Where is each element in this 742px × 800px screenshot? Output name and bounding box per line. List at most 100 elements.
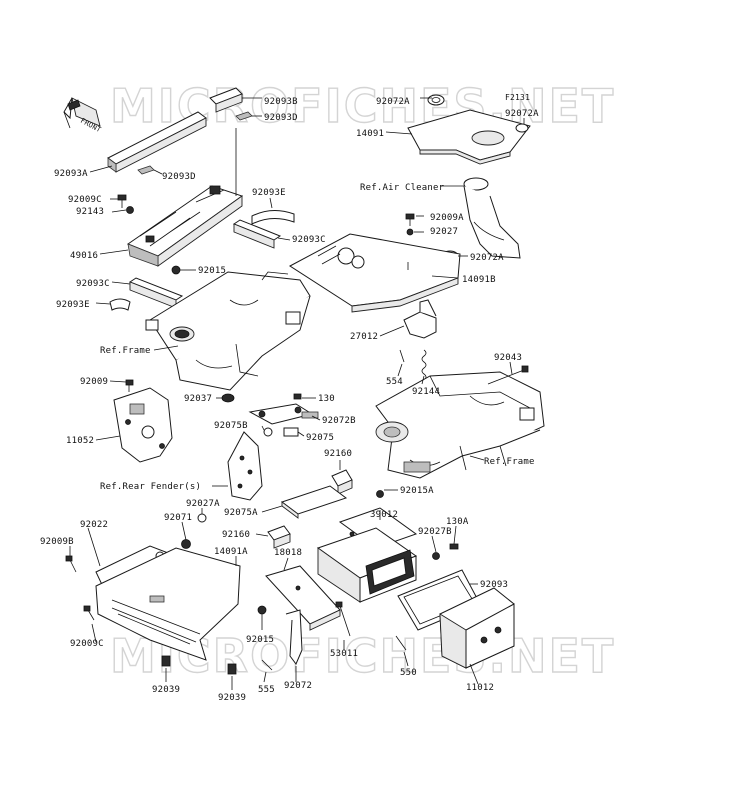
callout-label: 92144 bbox=[412, 387, 440, 397]
callout-label: 92043 bbox=[494, 353, 522, 363]
clip-92027b-icon bbox=[432, 552, 440, 560]
callout-label: 92093D bbox=[264, 113, 298, 123]
callout-labels: 92093B 92093D 92072A 92072A 14091 92093A… bbox=[40, 97, 539, 703]
cover-14091a bbox=[95, 547, 241, 661]
bolt-130a-icon bbox=[449, 543, 459, 550]
pad-92093d-left bbox=[137, 165, 155, 175]
callout-label: 555 bbox=[258, 685, 275, 695]
bracket-11052 bbox=[113, 387, 173, 463]
callout-label: 92075 bbox=[306, 433, 334, 443]
callout-label: 92009C bbox=[68, 195, 102, 205]
callout-label: 92160 bbox=[324, 449, 352, 459]
callout-label: 92039 bbox=[152, 685, 180, 695]
callout-label: 92072A bbox=[470, 253, 504, 263]
callout-label: 554 bbox=[386, 377, 403, 387]
callout-label: Ref.Frame bbox=[100, 346, 151, 356]
callout-label: 92037 bbox=[184, 394, 212, 404]
bolt-130-icon bbox=[293, 393, 302, 400]
callout-label: 18018 bbox=[274, 548, 302, 558]
seat-bracket-49016 bbox=[126, 128, 244, 267]
callout-label: 92027 bbox=[430, 227, 458, 237]
callout-label: 92022 bbox=[80, 520, 108, 530]
callout-label: 92075A bbox=[224, 508, 258, 518]
nut-92071-icon bbox=[181, 539, 191, 549]
bolt-92009c-icon bbox=[117, 194, 127, 208]
figure-code: F2131 bbox=[505, 93, 530, 102]
callout-label: 550 bbox=[400, 668, 417, 678]
clamp-92072a-top bbox=[427, 94, 445, 106]
spring-92144-icon bbox=[421, 349, 427, 381]
callout-label: 92093E bbox=[56, 300, 90, 310]
bolt-92009b-icon bbox=[65, 555, 77, 573]
callout-label: 92160 bbox=[222, 530, 250, 540]
bolt-92039-left-icon bbox=[161, 655, 171, 667]
bracket-27012 bbox=[403, 299, 437, 339]
callout-label: 130A bbox=[446, 517, 469, 527]
pad-92093e-lower bbox=[109, 298, 131, 311]
callout-label: 53011 bbox=[330, 649, 358, 659]
cable-clamp-92037-icon bbox=[221, 393, 235, 403]
grommet-92075b-icon bbox=[263, 427, 273, 437]
callout-label: 92093A bbox=[54, 169, 88, 179]
callout-label: 92071 bbox=[164, 513, 192, 523]
callout-label: 92093E bbox=[252, 188, 286, 198]
collar-92027-icon bbox=[406, 228, 414, 236]
callout-label: 92143 bbox=[76, 207, 104, 217]
foam-strip-92093c-lower bbox=[128, 277, 184, 309]
cover-14091b bbox=[289, 233, 461, 313]
foam-strip-92093a bbox=[107, 111, 207, 173]
callout-label: 92015 bbox=[246, 635, 274, 645]
frame-right bbox=[375, 371, 545, 479]
callout-label: 92027A bbox=[186, 499, 220, 509]
callout-label: 14091 bbox=[356, 129, 384, 139]
bracket-18018 bbox=[265, 565, 341, 631]
callout-label: 92015A bbox=[400, 486, 434, 496]
callout-label: 92015 bbox=[198, 266, 226, 276]
clamp-92072a-right bbox=[515, 123, 529, 133]
callout-label: 92093C bbox=[76, 279, 110, 289]
pin-554-icon bbox=[399, 349, 405, 363]
strap-plate bbox=[248, 403, 319, 425]
pad-92160-upper bbox=[331, 469, 353, 495]
callout-label: 92072 bbox=[284, 681, 312, 691]
bolt-92009-icon bbox=[125, 379, 134, 392]
callout-label: 11052 bbox=[66, 436, 94, 446]
nut-92143-icon bbox=[126, 206, 134, 214]
callout-label: Ref.Frame bbox=[484, 457, 535, 467]
nut-92015-lower-icon bbox=[257, 605, 267, 615]
pin-555-icon bbox=[261, 659, 273, 671]
callout-label: 14091A bbox=[214, 547, 248, 557]
foam-strip-92093e-upper bbox=[251, 210, 295, 225]
callout-label: 92027B bbox=[418, 527, 452, 537]
callout-label: 92072A bbox=[505, 109, 539, 119]
callout-label: 27012 bbox=[350, 332, 378, 342]
callout-label: 92093D bbox=[162, 172, 196, 182]
callout-label: 92072B bbox=[322, 416, 356, 426]
bolt-53011-icon bbox=[335, 601, 351, 637]
nut-92027a-icon bbox=[197, 513, 207, 523]
callout-label: 130 bbox=[318, 394, 335, 404]
callout-label: 92093C bbox=[292, 235, 326, 245]
bracket-92072 bbox=[285, 609, 303, 665]
callout-label: 49016 bbox=[70, 251, 98, 261]
callout-label: 92009C bbox=[70, 639, 104, 649]
callout-label: 92093B bbox=[264, 97, 298, 107]
nut-92015-icon bbox=[171, 265, 181, 275]
bolt-92009a-icon bbox=[405, 213, 415, 226]
battery-11012 bbox=[439, 587, 515, 669]
callout-label: 92009 bbox=[80, 377, 108, 387]
callout-label: Ref.Rear Fender(s) bbox=[100, 482, 201, 492]
pin-550-icon bbox=[395, 635, 407, 651]
sheet-92075a bbox=[280, 485, 348, 519]
callout-label: 92093 bbox=[480, 580, 508, 590]
callout-label: 39012 bbox=[370, 510, 398, 520]
leader-lines bbox=[69, 97, 525, 690]
battery-case-39012 bbox=[316, 507, 418, 603]
callout-label: 11012 bbox=[466, 683, 494, 693]
pad-92160-lower bbox=[267, 525, 291, 549]
bolt-92015a-icon bbox=[376, 490, 384, 498]
bolt-92039-right-icon bbox=[227, 663, 237, 675]
foam-strip-92093c-upper bbox=[232, 219, 282, 249]
callout-label: 92009B bbox=[40, 537, 74, 547]
